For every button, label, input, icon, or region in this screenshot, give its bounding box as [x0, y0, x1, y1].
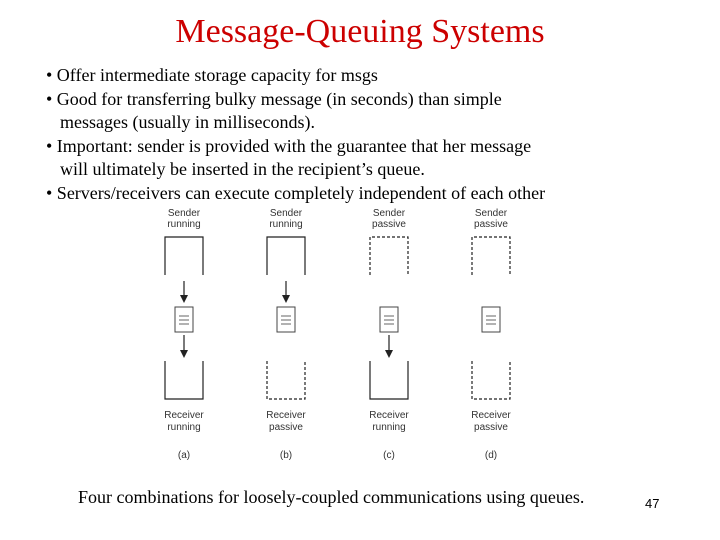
sender-box-2	[369, 236, 409, 275]
receiver-label-3-0: Receiver	[471, 410, 511, 421]
bullet-3-line-1: • Important: sender is provided with the…	[46, 135, 532, 156]
sender-label-3-1: passive	[474, 219, 508, 230]
receiver-label-2-0: Receiver	[369, 410, 409, 421]
sender-label-2-0: Sender	[373, 208, 406, 219]
receiver-label-1-1: passive	[269, 422, 303, 433]
sender-label-0-0: Sender	[168, 208, 201, 219]
sender-label-0-1: running	[167, 219, 200, 230]
bullet-2-line-2: messages (usually in milliseconds).	[60, 112, 315, 132]
receiver-label-3-1: passive	[474, 422, 508, 433]
figure-caption: Four combinations for loosely-coupled co…	[78, 487, 585, 507]
slide-title: Message-Queuing Systems	[175, 13, 545, 50]
receiver-label-2-1: running	[372, 422, 405, 433]
sender-label-1-1: running	[269, 219, 302, 230]
receiver-label-0-1: running	[167, 422, 200, 433]
column-tag-3: (d)	[485, 450, 497, 461]
bullet-4-line-1: • Servers/receivers can execute complete…	[46, 182, 546, 203]
bullet-list: • Offer intermediate storage capacity fo…	[46, 64, 706, 205]
receiver-box-1	[266, 361, 306, 400]
column-tag-2: (c)	[383, 450, 395, 461]
receiver-label-1-0: Receiver	[266, 410, 306, 421]
receiver-box-2	[369, 361, 409, 400]
sender-label-3-0: Sender	[475, 208, 508, 219]
bullet-3-line-2: will ultimately be inserted in the recip…	[60, 159, 425, 179]
sender-box-3	[471, 236, 511, 275]
column-tag-1: (b)	[280, 450, 292, 461]
receiver-box-0	[164, 361, 204, 400]
sender-label-1-0: Sender	[270, 208, 303, 219]
receiver-box-3	[471, 361, 511, 400]
sender-label-2-1: passive	[372, 219, 406, 230]
page-number: 47	[645, 496, 660, 511]
column-tag-0: (a)	[178, 450, 190, 461]
sender-box-1	[266, 236, 306, 275]
sender-box-0	[164, 236, 204, 275]
bullet-2-line-1: • Good for transferring bulky message (i…	[46, 88, 502, 109]
receiver-label-0-0: Receiver	[164, 410, 204, 421]
bullet-1-line-1: • Offer intermediate storage capacity fo…	[46, 65, 378, 85]
